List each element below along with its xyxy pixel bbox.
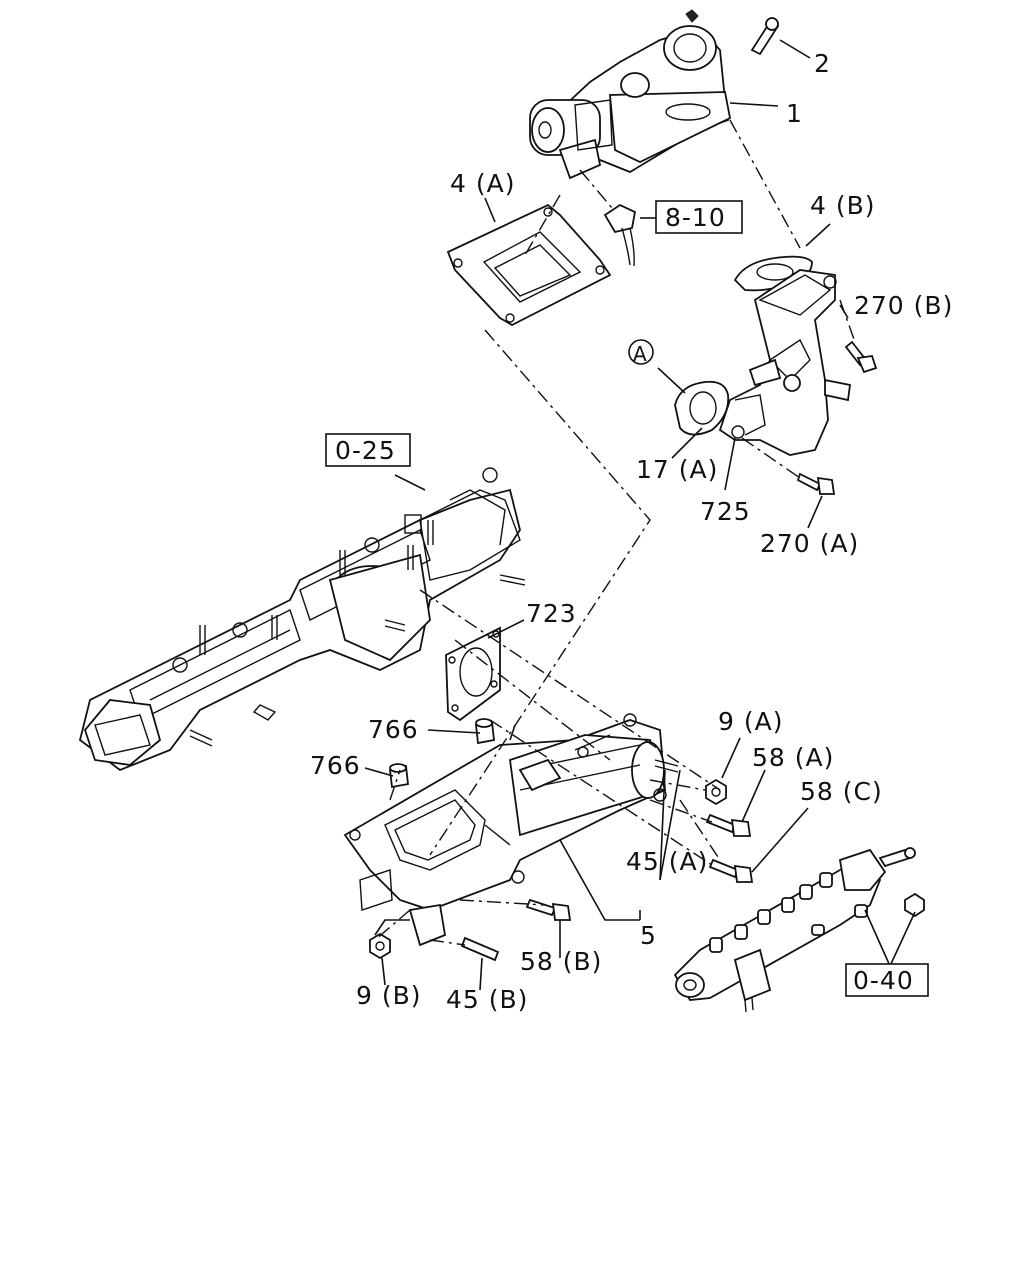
callout-45b: 45 (B) bbox=[446, 985, 528, 1014]
callout-58a: 58 (A) bbox=[752, 743, 834, 772]
stud-45b bbox=[460, 936, 500, 962]
bolt-270a bbox=[796, 472, 836, 495]
egr-pipe-725 bbox=[718, 269, 852, 456]
callout-17a: 17 (A) bbox=[636, 455, 718, 484]
plug-766-upper bbox=[475, 718, 495, 745]
plug-766-lower bbox=[389, 763, 409, 789]
ref-0-40-label: 0-40 bbox=[853, 966, 914, 995]
leader-lines bbox=[364, 39, 916, 991]
ref-box-0-25: 0-25 bbox=[325, 433, 411, 467]
callout-766-lower: 766 bbox=[310, 751, 361, 780]
fuel-rail bbox=[673, 847, 925, 1013]
gasket-723 bbox=[445, 626, 501, 722]
callout-4a: 4 (A) bbox=[450, 169, 515, 198]
egr-valve bbox=[529, 9, 732, 180]
callout-270b: 270 (B) bbox=[854, 291, 953, 320]
bolt-270b bbox=[844, 340, 878, 374]
center-lines bbox=[374, 119, 856, 946]
callout-5: 5 bbox=[640, 921, 657, 950]
ref-8-10-label: 8-10 bbox=[665, 203, 726, 232]
stud-45a bbox=[654, 759, 679, 773]
callout-723: 723 bbox=[526, 599, 577, 628]
bolt-58b bbox=[525, 898, 572, 921]
ref-0-25-label: 0-25 bbox=[335, 436, 396, 465]
callout-2: 2 bbox=[814, 49, 831, 78]
intake-manifold bbox=[78, 467, 526, 772]
fuel-rail-ports bbox=[709, 872, 868, 953]
callout-725: 725 bbox=[700, 497, 751, 526]
callout-9a: 9 (A) bbox=[718, 707, 783, 736]
callout-1: 1 bbox=[786, 99, 803, 128]
ref-box-8-10: 8-10 bbox=[655, 200, 743, 234]
callout-58b: 58 (B) bbox=[520, 947, 602, 976]
callout-766-upper: 766 bbox=[368, 715, 419, 744]
callout-4b: 4 (B) bbox=[810, 191, 876, 220]
nut-9b bbox=[369, 932, 391, 960]
callout-270a: 270 (A) bbox=[760, 529, 859, 558]
circle-a-label: A bbox=[633, 342, 648, 366]
bolt-58c bbox=[708, 858, 754, 883]
callout-45a: 45 (A) bbox=[626, 847, 708, 876]
callout-9b: 9 (B) bbox=[356, 981, 422, 1010]
callout-labels: 1 2 4 (A) 4 (B) 270 (B) 17 (A) 725 270 (… bbox=[310, 49, 953, 1014]
circle-a-marker: A bbox=[628, 339, 654, 366]
ref-box-0-40: 0-40 bbox=[845, 963, 929, 997]
connector-sensor bbox=[603, 203, 637, 267]
callout-58c: 58 (C) bbox=[800, 777, 883, 806]
gasket-4a bbox=[446, 203, 612, 327]
egr-cooler-bracket bbox=[343, 713, 667, 947]
bolt-2 bbox=[750, 17, 780, 56]
nut-9a bbox=[705, 778, 727, 806]
